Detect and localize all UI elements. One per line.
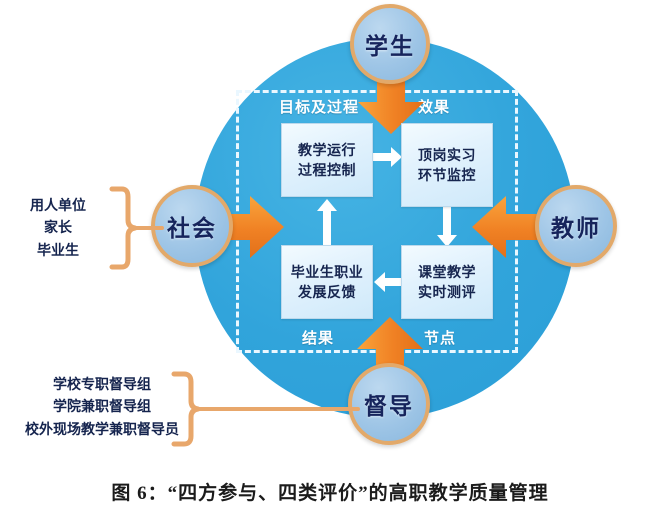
process-box-teaching-operation[interactable]: 教学运行 过程控制 (281, 123, 373, 197)
brace-society (109, 186, 164, 270)
process-box-line1: 教学运行 (298, 141, 356, 158)
stakeholder-circle-teacher[interactable]: 教师 (535, 185, 617, 267)
society-member-item: 家长 (44, 219, 72, 236)
stakeholder-label: 督导 (364, 393, 414, 419)
process-box-graduate-feedback[interactable]: 毕业生职业 发展反馈 (281, 245, 373, 319)
society-member-item: 毕业生 (37, 241, 79, 258)
process-box-line2: 环节监控 (418, 167, 476, 183)
white-arrow-left-up (317, 199, 337, 245)
process-box-classroom-evaluation[interactable]: 课堂教学 实时测评 (401, 245, 493, 319)
stakeholder-circle-student[interactable]: 学生 (350, 4, 430, 84)
process-box-line1: 顶岗实习 (418, 146, 476, 163)
white-arrow-right-down (437, 206, 457, 247)
supervisor-members-list: 学校专职督导组 学院兼职督导组 校外现场教学兼职督导员 (2, 373, 202, 440)
supervisor-member-item: 校外现场教学兼职督导员 (25, 420, 179, 437)
process-box-internship-monitoring[interactable]: 顶岗实习 环节监控 (401, 123, 493, 207)
section-label-result: 结果 (302, 330, 335, 347)
process-box-line2: 过程控制 (298, 162, 356, 178)
orange-arrow-supervisor-up (357, 317, 423, 383)
brace-supervisor (171, 371, 360, 447)
figure-caption: 图 6：“四方参与、四类评价”的高职教学质量管理 (111, 483, 549, 504)
process-box-line1: 毕业生职业 (290, 263, 364, 280)
stakeholder-label: 教师 (551, 215, 601, 241)
supervisor-member-item: 学校专职督导组 (53, 376, 151, 392)
stakeholder-circle-supervisor[interactable]: 督导 (348, 363, 430, 445)
stakeholder-label: 学生 (365, 33, 415, 59)
society-member-item: 用人单位 (30, 197, 86, 213)
white-arrow-bottom-left (374, 272, 403, 292)
orange-arrow-student-down (358, 68, 424, 134)
section-label-goal-process: 目标及过程 (279, 99, 360, 116)
stakeholder-label: 社会 (167, 215, 217, 241)
supervisor-member-item: 学院兼职督导组 (53, 398, 151, 415)
stakeholder-circle-society[interactable]: 社会 (151, 185, 233, 267)
section-label-node: 节点 (424, 330, 457, 347)
white-arrow-top-right (373, 147, 402, 167)
process-box-line1: 课堂教学 (418, 263, 476, 280)
orange-arrow-teacher-left (472, 196, 540, 258)
orange-arrow-society-right (216, 196, 284, 258)
section-label-effect: 效果 (418, 99, 451, 116)
society-members-list: 用人单位 家长 毕业生 (8, 194, 108, 261)
process-box-line2: 实时测评 (418, 284, 476, 300)
process-box-line2: 发展反馈 (298, 284, 356, 300)
